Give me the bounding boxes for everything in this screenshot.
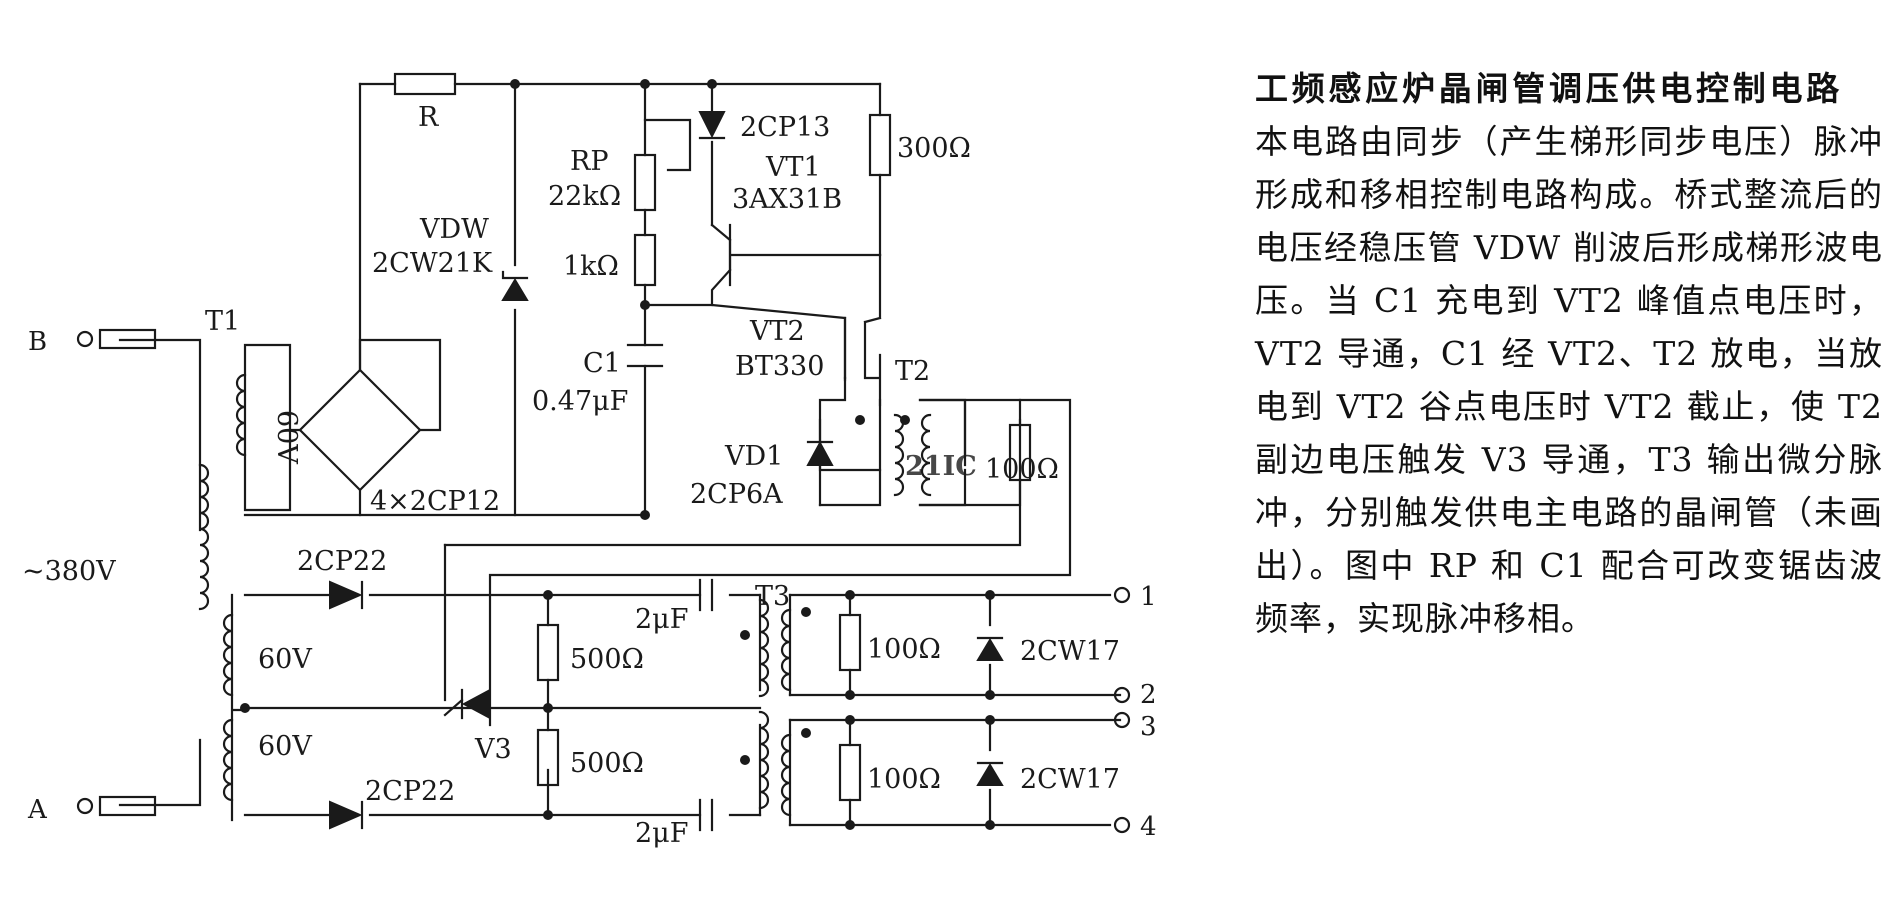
diode-vd1 <box>806 440 834 466</box>
coil-t3-primary-bottom <box>758 710 770 810</box>
label-100-t2: 100Ω <box>985 454 1059 485</box>
label-2uf-top: 2μF <box>635 604 688 635</box>
description-text: 工频感应炉晶闸管调压供电控制电路本电路由同步（产生梯形同步电压）脉冲形成和移相控… <box>1255 62 1883 645</box>
capacitor-c1 <box>626 343 664 368</box>
resistor-r <box>393 72 457 96</box>
label-60v-bridge: 60V <box>271 410 302 464</box>
resistor-500-bottom <box>536 728 560 787</box>
resistor-100-bottom <box>838 743 862 802</box>
circuit-schematic: R VDW 2CW21K RP 22kΩ 1kΩ C1 0.47μF 2CP13… <box>22 72 1157 849</box>
fuse-b <box>98 328 157 350</box>
wiring <box>118 82 1122 827</box>
label-t3: T3 <box>755 581 790 612</box>
label-t2: T2 <box>895 356 930 387</box>
label-r: R <box>418 102 439 133</box>
watermark-logo: 21IC <box>905 451 977 482</box>
label-terminal-2: 2 <box>1140 680 1157 710</box>
resistor-100-top <box>838 613 862 672</box>
label-100-top: 100Ω <box>867 634 941 665</box>
coil-t1-secondary-bottom <box>222 718 234 802</box>
label-vdw: VDW <box>419 214 489 245</box>
diode-2cp13 <box>698 111 726 140</box>
terminals <box>76 330 1131 834</box>
label-vd1: VD1 <box>724 441 783 472</box>
component-labels: R VDW 2CW21K RP 22kΩ 1kΩ C1 0.47μF 2CP13… <box>22 102 1157 849</box>
label-rp-value: 22kΩ <box>548 181 621 212</box>
thyristor-v3 <box>443 688 491 720</box>
label-bridge: 4×2CP12 <box>370 486 500 517</box>
coil-t2-primary <box>893 413 905 497</box>
resistor-rp <box>633 153 657 212</box>
label-60v-bottom: 60V <box>258 731 312 762</box>
junction-dots <box>240 79 995 830</box>
label-vt2: VT2 <box>749 316 805 347</box>
label-2cp22-bottom: 2CP22 <box>365 776 455 807</box>
label-100-bottom: 100Ω <box>867 764 941 795</box>
label-60v-top: 60V <box>258 644 312 675</box>
zener-vdw <box>501 270 529 301</box>
label-rp: RP <box>570 146 609 177</box>
coil-t1-bridge <box>235 373 247 457</box>
resistor-500-top <box>536 623 560 682</box>
label-c1-value: 0.47μF <box>532 386 628 417</box>
capacitor-2uf-bottom <box>698 798 714 832</box>
circuit-description: 本电路由同步（产生梯形同步电压）脉冲形成和移相控制电路构成。桥式整流后的电压经稳… <box>1255 122 1883 638</box>
label-380v: ~380V <box>22 556 116 587</box>
resistor-100-t2 <box>1008 423 1032 482</box>
coil-t3-secondary-bottom <box>780 733 792 817</box>
label-vt2-part: BT330 <box>735 351 824 382</box>
label-a: A <box>27 795 48 825</box>
label-2cp13: 2CP13 <box>740 112 830 143</box>
zener-2cw17-top <box>976 636 1004 661</box>
coil-t1-secondary-top <box>222 613 234 697</box>
label-vd1-part: 2CP6A <box>690 479 783 510</box>
label-500-top: 500Ω <box>570 644 644 675</box>
zener-2cw17-bottom <box>976 761 1004 786</box>
label-2cw17-top: 2CW17 <box>1020 636 1120 667</box>
resistor-1k <box>633 233 657 287</box>
label-vt1: VT1 <box>765 152 821 183</box>
label-vt1-part: 3AX31B <box>732 184 842 215</box>
label-v3: V3 <box>474 734 512 765</box>
label-vdw-part: 2CW21K <box>372 248 493 279</box>
coil-t2-secondary <box>920 413 932 497</box>
label-2cp22-top: 2CP22 <box>297 546 387 577</box>
label-2cw17-bottom: 2CW17 <box>1020 764 1120 795</box>
label-500-bottom: 500Ω <box>570 748 644 779</box>
label-terminal-3: 3 <box>1140 712 1157 742</box>
label-b: B <box>28 327 47 357</box>
label-300: 300Ω <box>897 133 971 164</box>
coil-t1-primary <box>198 463 210 611</box>
label-1k: 1kΩ <box>563 251 619 282</box>
resistor-300 <box>868 113 892 177</box>
label-t1: T1 <box>205 306 240 337</box>
diode-2cp22-bottom <box>329 800 364 830</box>
label-c1: C1 <box>583 348 621 379</box>
label-terminal-4: 4 <box>1140 812 1157 842</box>
circuit-title: 工频感应炉晶闸管调压供电控制电路 <box>1255 69 1843 108</box>
transformer-coils <box>198 373 932 817</box>
label-2uf-bottom: 2μF <box>635 818 688 849</box>
fuse-a <box>98 795 157 817</box>
diode-2cp22-top <box>329 580 364 610</box>
coil-t3-secondary-top <box>780 608 792 692</box>
coil-t3-primary-top <box>758 598 770 698</box>
label-terminal-1: 1 <box>1140 582 1157 612</box>
capacitor-2uf-top <box>698 578 714 612</box>
